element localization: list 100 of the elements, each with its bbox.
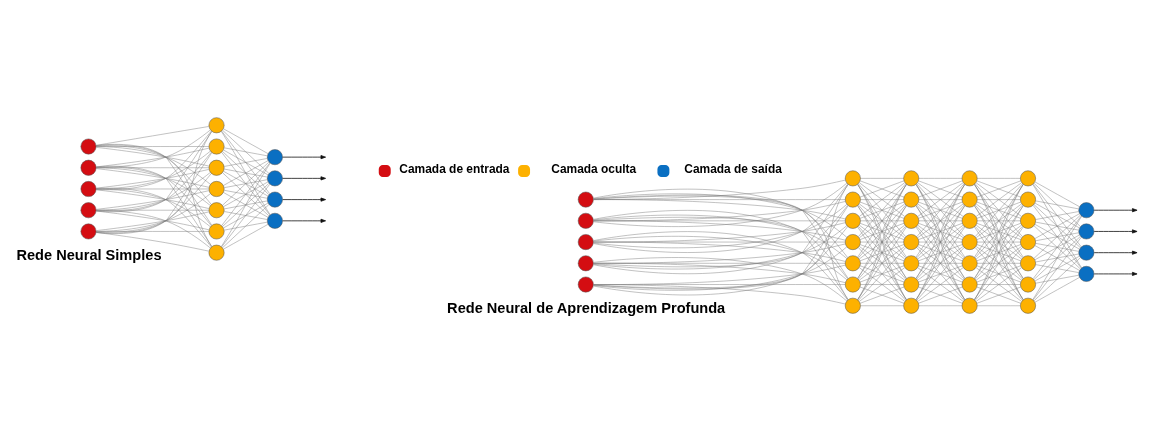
connector <box>975 246 1022 281</box>
connector <box>1034 202 1080 229</box>
node-circle <box>80 223 97 240</box>
node-circle <box>1020 170 1036 187</box>
connector <box>918 223 963 240</box>
node-circle <box>80 202 97 219</box>
connector <box>918 178 963 179</box>
connector <box>1032 237 1082 301</box>
connector <box>977 178 1021 179</box>
node-circle <box>267 149 283 166</box>
connector <box>974 184 1024 301</box>
connector <box>221 131 271 216</box>
connector <box>918 201 963 219</box>
connector <box>860 220 904 222</box>
connector <box>915 205 966 300</box>
connector <box>976 201 1021 219</box>
connector <box>223 179 268 188</box>
connector <box>974 226 1024 300</box>
connector <box>918 305 963 306</box>
connector <box>222 204 270 248</box>
node-circle <box>961 276 978 293</box>
connector <box>860 199 904 200</box>
connector <box>222 172 270 216</box>
connector <box>95 144 212 226</box>
connector <box>95 130 212 190</box>
connector <box>1035 243 1080 252</box>
connector <box>859 267 905 302</box>
legend-label: Camada oculta <box>551 162 637 177</box>
node-circle <box>577 276 594 293</box>
node-circle <box>208 223 225 240</box>
connector <box>917 267 964 302</box>
connector <box>1035 264 1080 273</box>
node-circle <box>844 170 861 187</box>
connector <box>222 151 270 195</box>
connector <box>858 226 906 280</box>
connector <box>221 152 271 216</box>
connector <box>593 217 849 300</box>
connector <box>223 168 268 178</box>
node-circle <box>1078 266 1095 282</box>
connector <box>222 183 270 227</box>
connector <box>95 126 209 146</box>
connector <box>860 263 904 264</box>
connector <box>977 305 1021 306</box>
node-circle <box>208 138 225 155</box>
connector <box>1034 213 1080 239</box>
node-circle <box>844 255 861 272</box>
connector <box>918 220 963 222</box>
connector <box>918 284 963 285</box>
connector <box>593 246 848 291</box>
connector <box>1032 215 1082 279</box>
node-circle <box>208 181 225 197</box>
connector <box>974 204 1023 259</box>
connector <box>1034 224 1080 250</box>
connector <box>976 265 1021 283</box>
connector <box>593 182 848 227</box>
connector <box>977 199 1021 200</box>
connector <box>858 247 906 301</box>
connector <box>95 129 211 168</box>
arrow <box>1093 208 1138 213</box>
connector <box>223 158 268 167</box>
connector <box>976 223 1021 240</box>
node-circle <box>903 297 920 314</box>
connector <box>1033 204 1081 248</box>
label: Rede Neural Simples <box>16 247 162 264</box>
connector <box>593 193 848 238</box>
node-circle <box>961 297 978 314</box>
node-circle <box>844 297 861 314</box>
connector <box>1033 183 1081 227</box>
connector <box>975 267 1022 302</box>
connector <box>974 184 1024 279</box>
connector <box>223 128 269 154</box>
connector <box>976 180 1021 198</box>
arrow <box>1093 271 1138 276</box>
label: Rede Neural de Aprendizagem Profunda <box>447 300 726 317</box>
node-circle <box>1020 276 1036 293</box>
connector <box>860 178 904 179</box>
connector <box>223 160 269 186</box>
connector <box>859 225 905 260</box>
connector <box>1034 277 1080 303</box>
connector <box>222 161 270 206</box>
connector <box>1034 234 1080 260</box>
connector <box>221 162 271 226</box>
connector <box>974 247 1023 301</box>
connector <box>857 205 907 279</box>
connector <box>857 205 907 300</box>
connector <box>95 187 212 248</box>
node-circle <box>1020 191 1036 208</box>
connector <box>860 201 905 219</box>
node-circle <box>208 159 225 176</box>
connector <box>917 246 964 281</box>
node-circle <box>80 159 97 176</box>
connector <box>859 182 905 217</box>
arrow <box>1093 229 1138 234</box>
connector <box>223 200 268 210</box>
connector <box>916 183 965 237</box>
connector <box>917 225 964 260</box>
connector <box>975 225 1022 260</box>
connector <box>974 205 1024 300</box>
connector <box>1033 257 1081 302</box>
node-circle <box>1020 297 1036 314</box>
